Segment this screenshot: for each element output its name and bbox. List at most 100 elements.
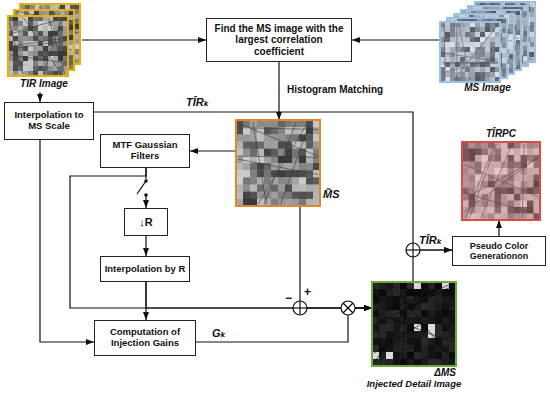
image-pixel — [243, 192, 250, 200]
image-pixel — [465, 37, 470, 42]
image-pixel — [13, 61, 18, 66]
image-feature — [456, 24, 457, 80]
image-pixel — [501, 194, 508, 201]
image-pixel — [514, 149, 521, 156]
image-pixel — [521, 201, 528, 208]
image-pixel — [299, 177, 306, 185]
times-bar — [343, 303, 353, 313]
image-pixel — [407, 338, 414, 345]
image-pixel — [488, 207, 495, 214]
image-pixel — [43, 31, 48, 36]
plus-bar — [412, 243, 413, 257]
image-pixel — [475, 27, 480, 32]
image-pixel — [501, 149, 508, 156]
image-pixel — [13, 66, 18, 71]
image-pixel — [450, 72, 455, 77]
image-pixel — [243, 177, 250, 185]
switch-contact — [144, 193, 148, 197]
image-pixel — [445, 42, 450, 47]
image-pixel — [490, 32, 495, 37]
image-pixel — [421, 338, 428, 345]
image-pixel — [490, 42, 495, 47]
image-pixel — [485, 42, 490, 47]
image-pixel — [475, 32, 480, 37]
image-pixel — [475, 142, 482, 149]
image-pixel — [495, 155, 502, 162]
image-feature — [374, 285, 454, 325]
image-pixel — [435, 352, 442, 359]
image-pixel — [372, 338, 379, 345]
image-pixel — [475, 37, 480, 42]
image-pixel — [23, 66, 28, 71]
image-pixel — [28, 56, 33, 61]
plus-bar — [299, 301, 300, 315]
image-pixel — [38, 31, 43, 36]
image-pixel — [460, 57, 465, 62]
image-pixel — [455, 37, 460, 42]
image-pixel — [435, 303, 442, 310]
connector-arrow — [40, 140, 94, 342]
image-pixel — [243, 142, 250, 150]
image-pixel — [372, 289, 379, 296]
image-pixel — [13, 21, 18, 26]
image-pixel — [480, 72, 485, 77]
image-node: M̃S — [236, 120, 342, 206]
image-pixel — [462, 142, 469, 149]
image-pixel — [53, 56, 58, 61]
image-pixel — [485, 52, 490, 57]
image-pixel — [257, 134, 264, 142]
image-frame — [468, 6, 528, 66]
box-label: ↓R — [139, 216, 152, 229]
image-pixel — [372, 345, 379, 352]
image-pixel — [470, 67, 475, 72]
image-illustration — [462, 128, 540, 220]
image-pixel — [428, 324, 435, 331]
image-feature — [481, 144, 512, 218]
image-pixel — [306, 142, 313, 150]
box-label: Interpolation by R — [105, 264, 186, 275]
image-pixel — [379, 331, 386, 338]
connector-arrow — [145, 236, 146, 256]
image-pixel — [58, 31, 63, 36]
image-border — [236, 120, 320, 206]
image-pixel — [450, 37, 455, 42]
image-pixel — [236, 170, 243, 178]
image-feature — [442, 62, 498, 63]
box-label: Computation of Injection Gains — [98, 327, 192, 349]
image-pixel — [43, 26, 48, 31]
image-pixel — [460, 27, 465, 32]
image-feature — [465, 144, 494, 218]
image-pixel — [465, 27, 470, 32]
edge-label: TÎRₖ — [186, 96, 209, 108]
image-pixel — [428, 338, 435, 345]
image-pixel — [462, 175, 469, 182]
image-pixel — [442, 317, 449, 324]
box-label: Interpolation to MS Scale — [8, 110, 90, 132]
image-pixel — [480, 27, 485, 32]
edge-label: Histogram Matching — [287, 84, 383, 95]
image-border — [14, 10, 74, 70]
image-pixel — [490, 47, 495, 52]
connector-arrow — [498, 220, 499, 236]
image-pixel — [490, 52, 495, 57]
image-feature — [522, 144, 524, 218]
image-pixel — [485, 27, 490, 32]
process-box: Find the MS image with the largest corre… — [206, 18, 352, 62]
image-pixel — [271, 120, 278, 128]
image-pixel — [490, 42, 495, 47]
image-pixel — [527, 142, 534, 149]
image-pixel — [428, 345, 435, 352]
image-pixel — [386, 282, 393, 289]
image-pixel — [465, 32, 470, 37]
plus-bar — [293, 307, 307, 308]
image-node: TIR Image — [8, 4, 82, 92]
image-pixel — [488, 168, 495, 175]
image-pixel — [482, 142, 489, 149]
image-feature — [238, 123, 318, 156]
image-pixel — [23, 61, 28, 66]
image-pixel — [264, 120, 271, 128]
image-pixel — [514, 142, 521, 149]
image-pixel — [475, 42, 480, 47]
image-pixel — [495, 194, 502, 201]
image-pixel — [475, 155, 482, 162]
